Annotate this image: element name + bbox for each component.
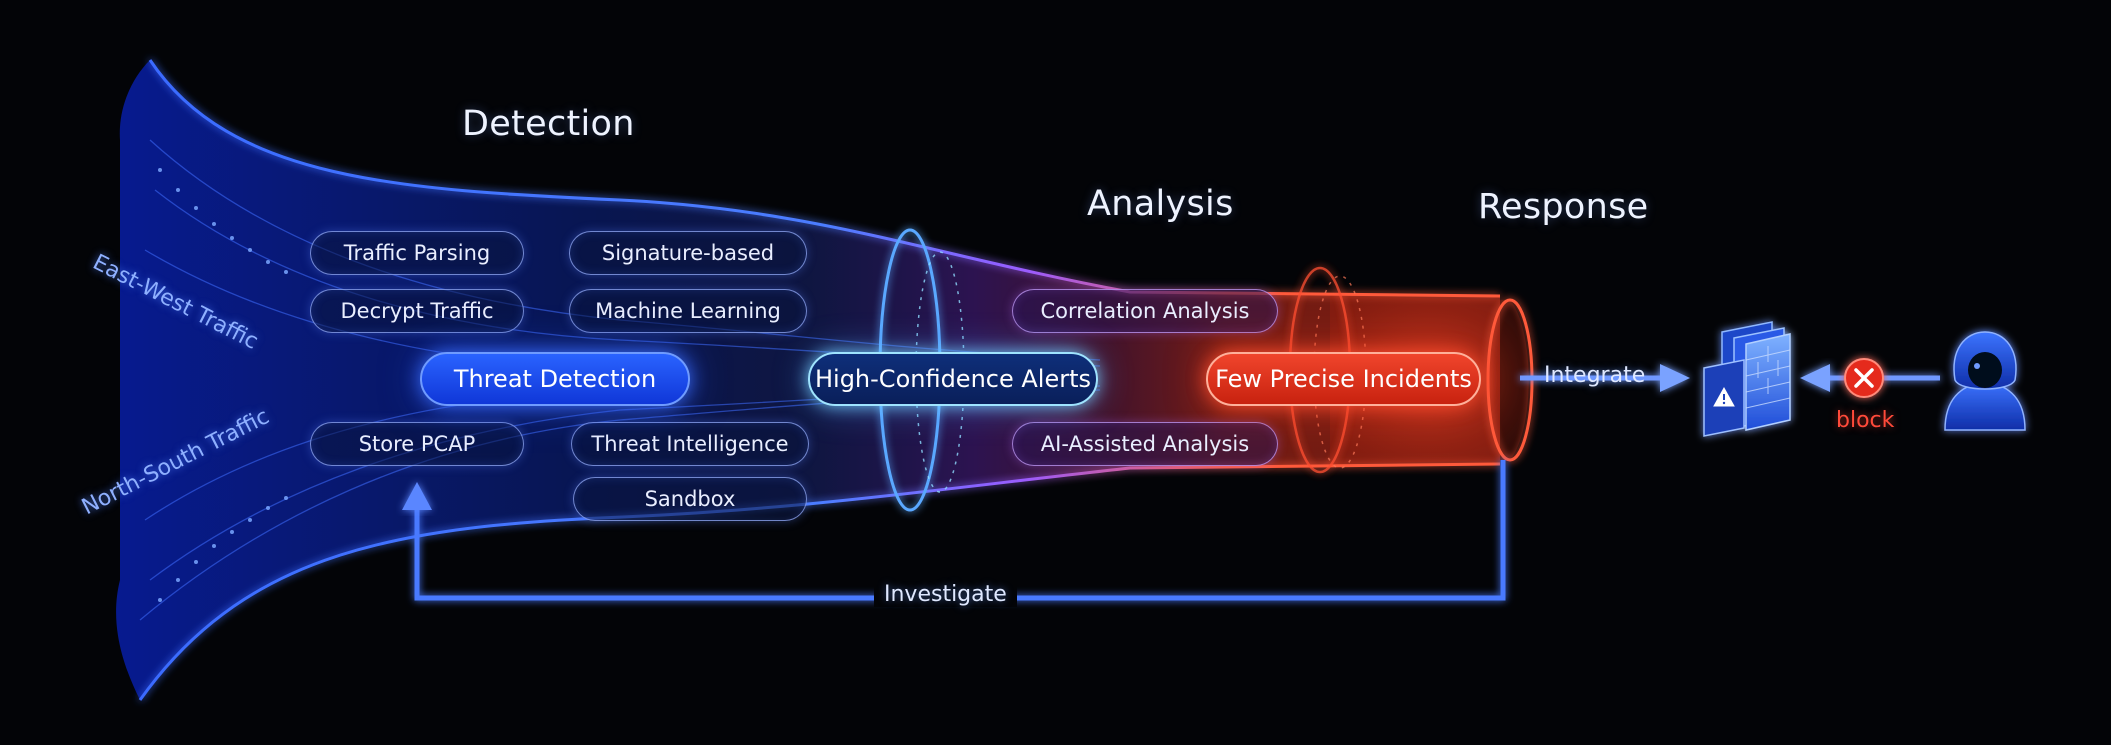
capability-threat-intelligence: Threat Intelligence	[571, 422, 809, 466]
capability-label: Machine Learning	[595, 299, 781, 323]
capability-label: Sandbox	[644, 487, 736, 511]
stage-label: Few Precise Incidents	[1215, 365, 1472, 393]
capability-label: Threat Intelligence	[591, 432, 789, 456]
capability-ai-assisted-analysis: AI-Assisted Analysis	[1012, 422, 1278, 466]
stage-few-precise-incidents: Few Precise Incidents	[1206, 352, 1481, 406]
investigate-arrowhead	[402, 482, 432, 510]
capability-label: Traffic Parsing	[343, 241, 491, 265]
stage-threat-detection: Threat Detection	[420, 352, 690, 406]
response-heading: Response	[1478, 187, 1649, 227]
block-x-icon	[1844, 358, 1884, 398]
analysis-heading: Analysis	[1087, 184, 1234, 224]
stage-high-confidence-alerts: High-Confidence Alerts	[808, 352, 1098, 406]
capability-signature-based: Signature-based	[569, 231, 807, 275]
stage-label: High-Confidence Alerts	[814, 365, 1092, 393]
capability-label: Correlation Analysis	[1040, 299, 1250, 323]
integrate-arrow	[1520, 364, 1690, 392]
integrate-label: Integrate	[1544, 363, 1646, 388]
investigate-label: Investigate	[874, 582, 1017, 607]
block-label: block	[1836, 408, 1895, 433]
hooded-attacker-icon	[1944, 331, 2026, 431]
capability-sandbox: Sandbox	[573, 477, 807, 521]
capability-machine-learning: Machine Learning	[569, 289, 807, 333]
funnel-top-edge	[148, 59, 1501, 298]
warning-icon	[1713, 386, 1735, 407]
capability-label: AI-Assisted Analysis	[1040, 432, 1250, 456]
capability-label: Decrypt Traffic	[340, 299, 494, 323]
capability-label: Store PCAP	[358, 432, 476, 456]
capability-correlation-analysis: Correlation Analysis	[1012, 289, 1278, 333]
detection-heading: Detection	[462, 104, 635, 144]
capability-label: Signature-based	[601, 241, 775, 265]
capability-traffic-parsing: Traffic Parsing	[310, 231, 524, 275]
traffic-dots	[158, 168, 288, 602]
firewall-icon	[1703, 321, 1791, 437]
stage-label: Threat Detection	[453, 365, 657, 393]
capability-decrypt-traffic: Decrypt Traffic	[310, 289, 524, 333]
capability-store-pcap: Store PCAP	[310, 422, 524, 466]
